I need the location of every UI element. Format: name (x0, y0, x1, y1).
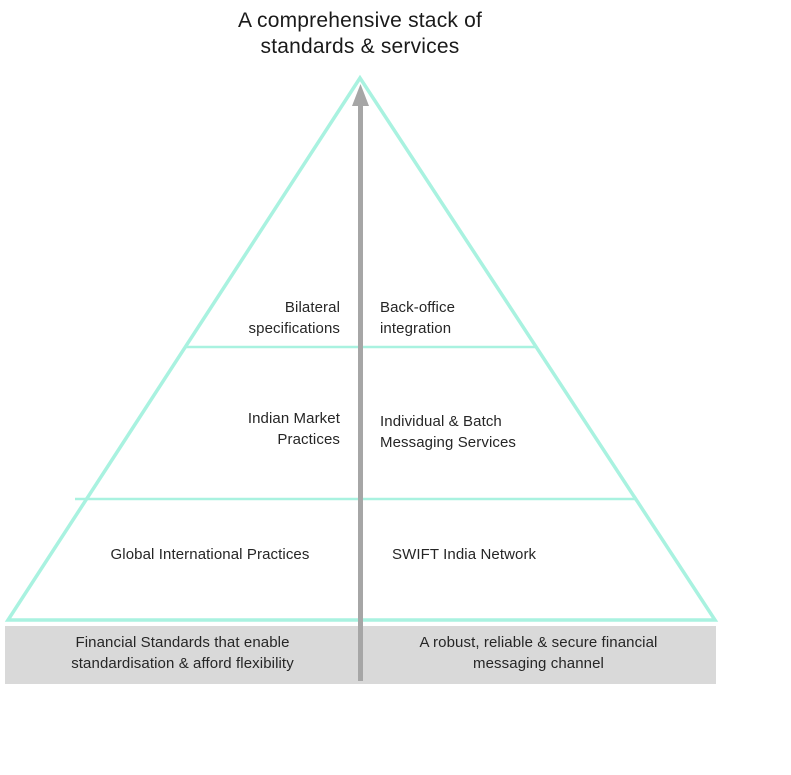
label-individual-batch-messaging-services: Individual & Batch Messaging Services (380, 413, 517, 451)
base-left-label: Financial Standards that enable standard… (71, 634, 294, 672)
label-bilateral-specifications: Bilateral specifications (248, 299, 340, 337)
base-right-label: A robust, reliable & secure financial me… (419, 634, 658, 672)
label-global-international-practices: Global International Practices (110, 546, 310, 563)
diagram-title: A comprehensive stack of standards & ser… (237, 9, 483, 58)
label-back-office-integration: Back-office integration (380, 299, 456, 337)
label-indian-market-practices: Indian Market Practices (247, 410, 340, 448)
up-arrowhead-icon (352, 84, 369, 106)
label-swift-india-network: SWIFT India Network (392, 546, 537, 563)
